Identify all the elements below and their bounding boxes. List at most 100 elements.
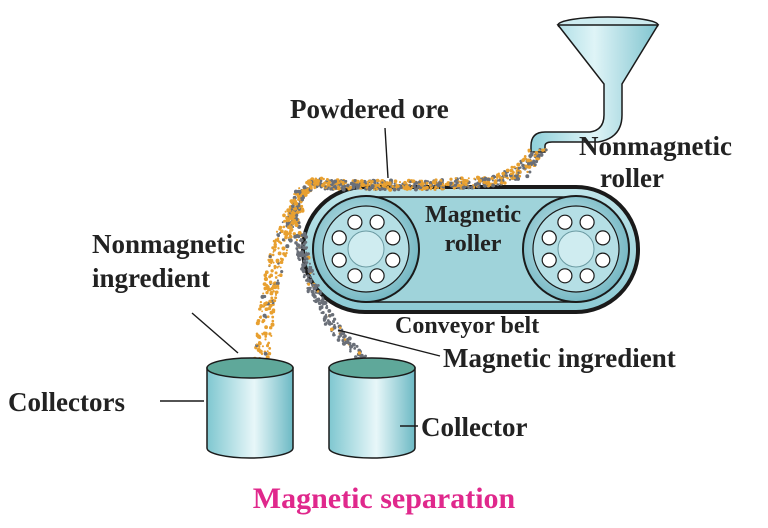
ore-particle [273, 245, 277, 249]
ore-particle [300, 247, 303, 250]
ore-particle [321, 183, 325, 188]
ore-particle [308, 266, 313, 270]
ore-particle [276, 266, 279, 269]
ore-particle [533, 154, 537, 158]
ore-particle [477, 185, 481, 189]
ore-particle [283, 219, 287, 223]
ore-particle [516, 162, 521, 167]
ore-particle [526, 162, 531, 166]
ore-particle [303, 273, 306, 277]
ore-particle [475, 175, 480, 180]
ore-particle [419, 186, 423, 189]
ore-particle [526, 170, 529, 174]
ore-particle [323, 315, 328, 319]
ore-particle [310, 289, 315, 294]
ore-particle [353, 178, 357, 183]
ore-particle [525, 174, 530, 179]
ore-particle [292, 226, 295, 228]
ore-particle [285, 249, 288, 252]
ore-particle [262, 292, 265, 295]
ore-particle [538, 149, 541, 152]
ore-particle [279, 273, 283, 278]
roller-hole [579, 214, 595, 230]
ore-particle [515, 166, 519, 170]
label-collector: Collector [421, 412, 528, 442]
ore-particle [348, 341, 352, 346]
ore-particle [529, 152, 534, 157]
ore-particle [380, 183, 383, 186]
ore-particle [459, 176, 464, 181]
ore-particle [517, 174, 519, 176]
ore-particle [442, 186, 445, 189]
ore-particle [277, 274, 280, 277]
ore-particle [408, 187, 412, 191]
ore-particle [262, 294, 267, 299]
roller-hole [579, 268, 595, 284]
ore-particle [298, 258, 302, 262]
ore-particle [273, 281, 276, 284]
ore-particle [438, 182, 443, 186]
ore-particle [327, 309, 332, 313]
ore-particle [263, 351, 268, 356]
ore-particle [336, 182, 339, 185]
ore-particle [401, 184, 404, 187]
ore-particle [509, 168, 514, 173]
ore-particle [299, 238, 303, 241]
label-magnetic-roller-line1: Magnetic [425, 202, 521, 228]
ore-particle [490, 176, 494, 180]
ore-particle [498, 176, 502, 180]
ore-particle [519, 166, 522, 169]
label-magnetic-roller-line2: roller [444, 231, 502, 257]
ore-particle [264, 301, 269, 305]
ore-particle [271, 253, 275, 257]
ore-particle [293, 220, 297, 224]
ore-particle [449, 177, 453, 181]
ore-particle [255, 343, 258, 346]
ore-particle [296, 189, 301, 194]
ore-particle [340, 186, 343, 189]
ore-particle [359, 179, 364, 184]
ore-particle [293, 215, 296, 218]
ore-particle [521, 163, 525, 168]
ore-particle [442, 184, 446, 187]
ore-particle [433, 187, 437, 191]
ore-particle [288, 238, 293, 243]
ore-particle [277, 251, 282, 256]
ore-particle [465, 179, 469, 183]
ore-particle [328, 313, 332, 318]
ore-particle [385, 183, 388, 186]
ore-particle [297, 198, 300, 201]
ore-particle [346, 183, 350, 188]
ore-particle [310, 278, 313, 281]
ore-particle [473, 177, 476, 180]
ore-particle [486, 177, 491, 182]
ore-particle [264, 325, 268, 330]
ore-particle [301, 189, 306, 193]
ore-particle [370, 184, 375, 189]
ore-particle [270, 296, 274, 300]
ore-particle [300, 196, 304, 201]
ore-particle [261, 345, 264, 348]
magnetic-roller [312, 195, 420, 303]
ore-particle [519, 161, 523, 165]
ore-particle [493, 180, 498, 185]
ore-particle [268, 264, 271, 267]
ore-particle [279, 260, 284, 265]
ore-particle [454, 177, 458, 180]
ore-particle [522, 166, 526, 170]
ore-particle [313, 295, 317, 299]
ore-particle [306, 289, 310, 293]
ore-particle [268, 332, 272, 336]
ore-particle [275, 281, 280, 286]
ore-particle [274, 271, 278, 275]
ore-particle [300, 201, 303, 204]
ore-particle [417, 180, 421, 184]
ore-particle [284, 210, 287, 213]
ore-particle [288, 225, 293, 230]
roller-hole [557, 268, 573, 284]
ore-particle [421, 182, 425, 186]
ore-particle [264, 335, 268, 338]
ore-particle [263, 273, 268, 278]
roller-hole [557, 214, 573, 230]
